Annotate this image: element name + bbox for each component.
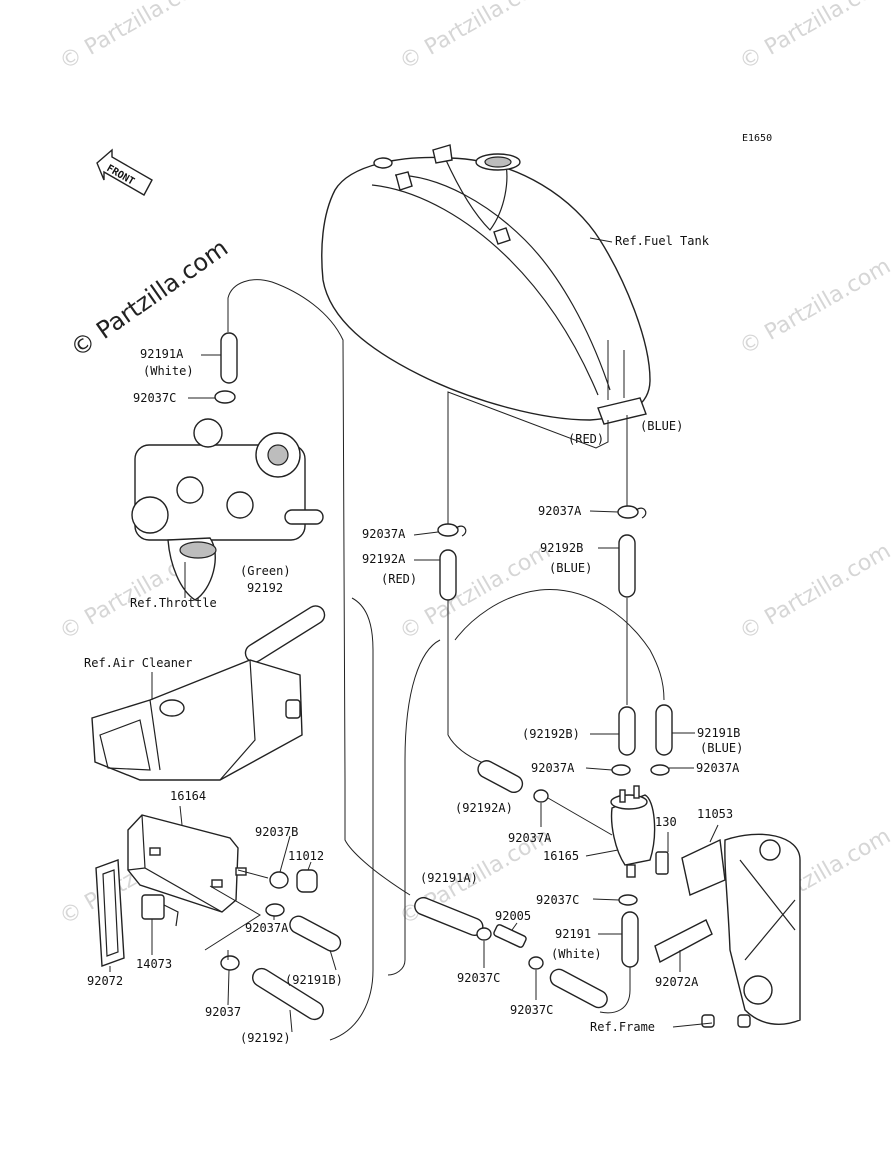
label-92192A: 92192A bbox=[362, 552, 406, 566]
leader-lines bbox=[188, 354, 695, 1033]
hose-92191B-left bbox=[289, 915, 342, 952]
hose-11012 bbox=[296, 869, 318, 893]
air-cleaner bbox=[91, 659, 303, 781]
watermark: © Partzilla.com bbox=[736, 0, 894, 75]
hose-92191-white-bottom bbox=[549, 968, 608, 1009]
bracket-11053 bbox=[681, 838, 726, 896]
hose-92192B bbox=[618, 534, 636, 598]
label-11053: 11053 bbox=[697, 807, 733, 821]
label-red: (RED) bbox=[568, 432, 604, 446]
clamps bbox=[214, 390, 670, 971]
hose-92191A-top bbox=[220, 332, 238, 384]
label-ref-fuel-tank: Ref.Fuel Tank bbox=[615, 234, 710, 248]
label-92037A-m1: 92037A bbox=[531, 761, 575, 775]
label-92191: 92191 bbox=[555, 927, 591, 941]
label-92192-paren: (92192) bbox=[240, 1031, 291, 1045]
watermark: © Partzilla.com bbox=[56, 0, 216, 75]
label-92037A-m3: 92037A bbox=[508, 831, 552, 845]
hose-92192-bottom bbox=[252, 967, 324, 1021]
label-ref-air-cleaner: Ref.Air Cleaner bbox=[84, 656, 192, 670]
hose-92191-lower bbox=[621, 911, 639, 968]
bolt-130 bbox=[655, 851, 669, 875]
label-92037: 92037 bbox=[205, 1005, 241, 1019]
label-92037A-low: 92037A bbox=[245, 921, 289, 935]
label-blue-2: (BLUE) bbox=[549, 561, 592, 575]
label-white-2: (White) bbox=[551, 947, 602, 961]
watermark: © Partzilla.com bbox=[736, 539, 894, 646]
label-blue: (BLUE) bbox=[640, 419, 683, 433]
label-red-2: (RED) bbox=[381, 572, 417, 586]
hose-92192A bbox=[439, 549, 457, 601]
label-92191A-paren: (92191A) bbox=[420, 871, 478, 885]
label-92072A: 92072A bbox=[655, 975, 699, 989]
label-92192B-paren: (92192B) bbox=[522, 727, 580, 741]
watermark: © Partzilla.com bbox=[396, 0, 556, 75]
label-14073: 14073 bbox=[136, 957, 172, 971]
label-11012: 11012 bbox=[288, 849, 324, 863]
label-green: (Green) bbox=[240, 564, 291, 578]
label-16165: 16165 bbox=[543, 849, 579, 863]
band-92072A bbox=[654, 919, 713, 964]
label-92192B: 92192B bbox=[540, 541, 583, 555]
front-arrow-icon: FRONT bbox=[96, 148, 153, 196]
label-92037C-3: 92037C bbox=[457, 971, 500, 985]
label-92005: 92005 bbox=[495, 909, 531, 923]
part-labels: 92191A (White) 92037C 92037A 92192A (RED… bbox=[87, 347, 743, 1045]
label-92037A-left: 92037A bbox=[362, 527, 406, 541]
hose-lines bbox=[227, 279, 665, 1041]
fitting-92005 bbox=[493, 924, 527, 948]
label-white-1: (White) bbox=[143, 364, 194, 378]
throttle-body bbox=[131, 418, 324, 601]
label-92072: 92072 bbox=[87, 974, 123, 988]
hose-92192B-lower bbox=[618, 706, 636, 756]
label-92037A-right: 92037A bbox=[538, 504, 582, 518]
label-92037C-2: 92037C bbox=[536, 893, 579, 907]
label-92037C-1: 92037C bbox=[133, 391, 176, 405]
label-16164: 16164 bbox=[170, 789, 206, 803]
bracket-92072 bbox=[95, 859, 125, 967]
hose-92192A-mid bbox=[477, 760, 524, 794]
fuel-tank bbox=[321, 144, 651, 425]
label-92191B-paren: (92191B) bbox=[285, 973, 343, 987]
hose-92191B-right bbox=[655, 704, 673, 756]
label-92191B: 92191B bbox=[697, 726, 740, 740]
frame bbox=[701, 833, 801, 1028]
fuel-filter-16165 bbox=[610, 785, 656, 878]
canister-16164 bbox=[127, 814, 247, 913]
label-ref-frame: Ref.Frame bbox=[590, 1020, 655, 1034]
label-ref-throttle: Ref.Throttle bbox=[130, 596, 217, 610]
label-92037B: 92037B bbox=[255, 825, 298, 839]
diagram-code: E1650 bbox=[742, 133, 772, 144]
valve-14073 bbox=[141, 894, 179, 927]
label-92037A-m2: 92037A bbox=[696, 761, 740, 775]
hose-92192-green bbox=[244, 605, 326, 663]
watermark: © Partzilla.com bbox=[736, 254, 894, 361]
label-130: 130 bbox=[655, 815, 677, 829]
label-92191A: 92191A bbox=[140, 347, 184, 361]
copyright-text: © Partzilla.com bbox=[65, 234, 233, 363]
label-92037C-4: 92037C bbox=[510, 1003, 553, 1017]
label-blue-3: (BLUE) bbox=[700, 741, 743, 755]
label-92192-top: 92192 bbox=[247, 581, 283, 595]
label-92192A-paren: (92192A) bbox=[455, 801, 513, 815]
